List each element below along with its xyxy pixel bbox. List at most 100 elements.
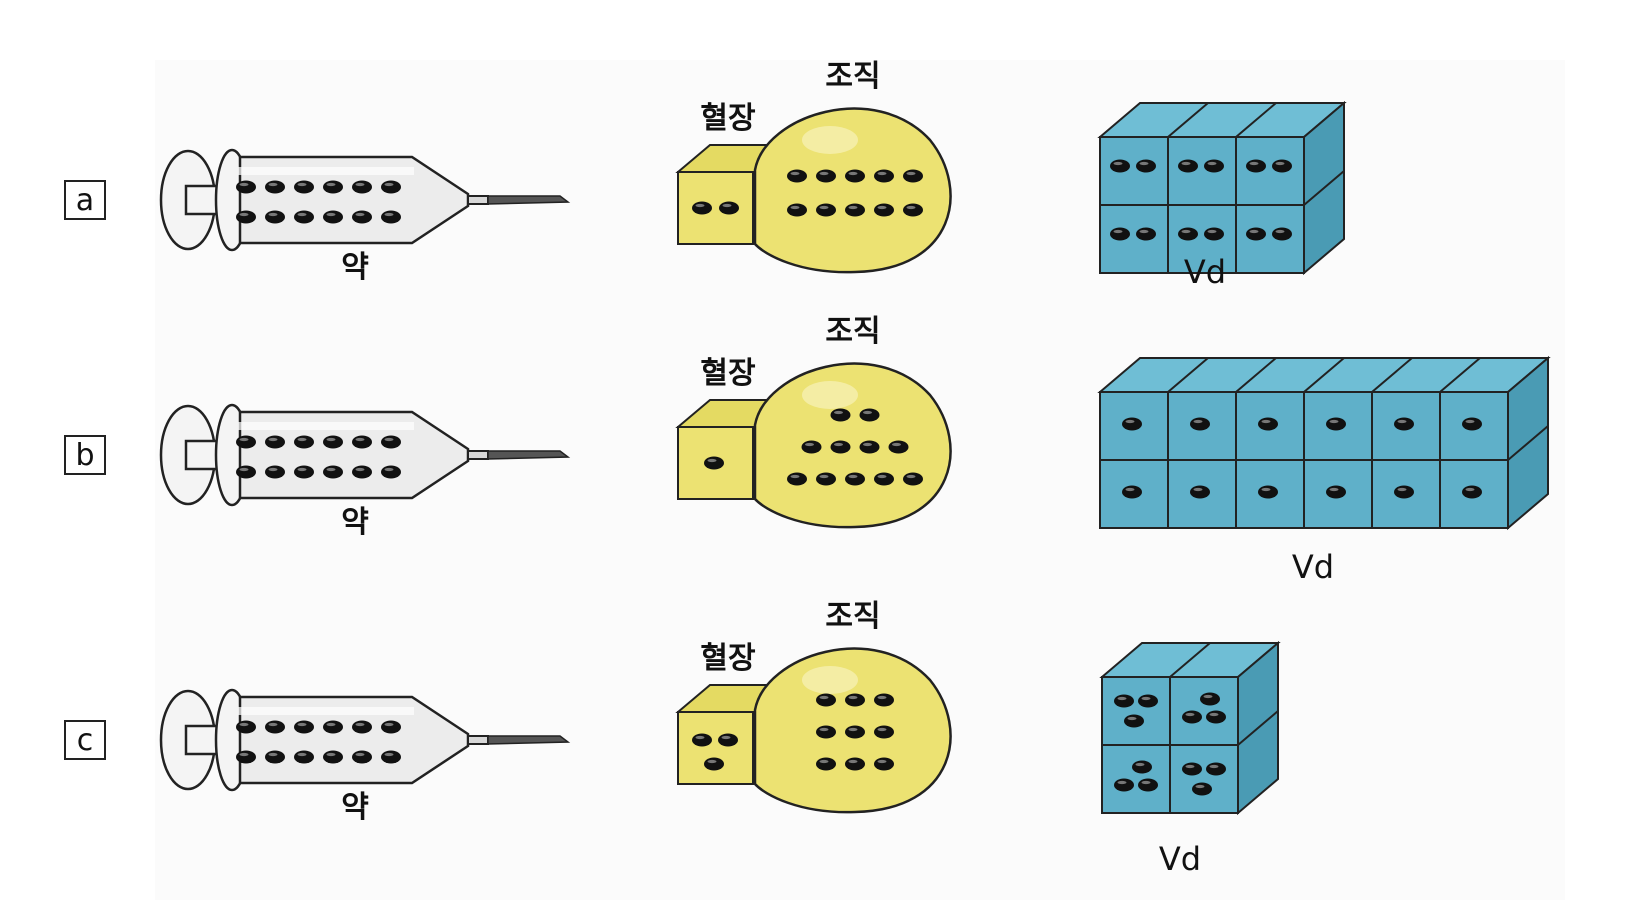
drug-dot [845,169,865,183]
drug-label: 약 [341,250,369,285]
drug-dot [1394,417,1414,431]
cube-front-face [1099,204,1169,274]
drug-dot-highlight [326,182,336,187]
drug-dot [859,408,880,422]
tissue-label: 조직 [825,314,880,349]
drug-dot [1122,417,1142,431]
drug-dot [1272,159,1292,173]
drug-dot-highlight [848,171,858,176]
drug-dot-highlight [355,437,365,442]
cube-side-edge [1237,710,1279,746]
syringe-shine [238,422,414,430]
drug-dot [1178,227,1198,241]
plasma-label: 혈장 [700,356,756,391]
drug-dot [1462,485,1482,499]
drug-dot-highlight [1207,161,1217,166]
drug-dot [323,210,343,224]
drug-dot [1138,694,1158,708]
drug-dot-highlight [863,442,872,447]
drug-dot [1206,762,1226,776]
drug-dot [323,750,343,764]
drug-dot-highlight [1181,229,1191,234]
drug-dot-highlight [1275,229,1285,234]
drug-dot-highlight [297,212,307,217]
drug-dot-highlight [848,205,858,210]
plasma-label: 혈장 [700,641,756,676]
vd-cubes: Vd [1097,100,1347,291]
syringe-hub [467,735,489,745]
drug-dot-highlight [326,212,336,217]
vd-cubes: Vd [1099,640,1281,878]
cube-front-face [1235,136,1305,206]
drug-dot [816,693,836,707]
cube-top-edge [1167,102,1209,138]
drug-dot-highlight [1329,419,1339,424]
drug-dot [704,757,724,771]
cube-front-face [1101,744,1171,814]
drug-dot-highlight [297,752,307,757]
drug-dot [888,440,909,454]
drug-dot [1190,485,1210,499]
cube-top-edge [1439,357,1481,393]
cube-side-edge [1303,170,1345,206]
drug-dot [323,180,343,194]
drug-dot-highlight [1275,161,1285,166]
drug-dot-highlight [268,212,278,217]
drug-dot [236,720,256,734]
drug-dot [236,180,256,194]
drug-dot-highlight [848,759,858,764]
tissue-label: 조직 [825,59,880,94]
row-label: a [76,183,94,218]
drug-dot-highlight [819,695,829,700]
drug-dot [1182,710,1202,724]
drug-dot [1190,417,1210,431]
drug-dot [1136,159,1156,173]
drug-dot [787,169,807,183]
drug-dot [845,757,865,771]
cube-top-face [1097,102,1347,138]
drug-dot-highlight [695,735,705,740]
drug-dot-highlight [355,182,365,187]
drug-dot [816,757,836,771]
drug-dot-highlight [1465,419,1475,424]
drug-label: 약 [341,505,369,540]
drug-dot [265,435,285,449]
vd-label: Vd [1292,548,1334,586]
drug-dot-highlight [297,437,307,442]
drug-dot [381,465,401,479]
drug-dot [1114,694,1134,708]
drug-dot-highlight [906,171,916,176]
plasma-label: 혈장 [700,101,756,136]
drug-dot-highlight [819,205,829,210]
drug-dot [294,210,314,224]
cube-front-face [1101,676,1171,746]
drug-dot-highlight [805,442,814,447]
vd-cubes: Vd [1097,355,1551,586]
drug-dot [323,465,343,479]
drug-dot-highlight [1117,696,1127,701]
drug-dot [1200,692,1220,706]
drug-dot-highlight [384,182,394,187]
drug-dot-highlight [1209,764,1219,769]
drug-dot [1110,227,1130,241]
drug-dot [816,472,836,486]
drug-dot [816,203,836,217]
drug-dot-highlight [848,474,858,479]
drug-dot [294,435,314,449]
drug-dot [352,180,372,194]
drug-dot [692,733,712,747]
drug-dot-highlight [239,722,249,727]
drug-dot-highlight [384,752,394,757]
drug-dot [704,456,724,470]
drug-dot [787,203,807,217]
drug-dot [381,720,401,734]
drug-dot-highlight [877,474,887,479]
cube-front-face [1167,204,1237,274]
drug-dot-highlight [355,722,365,727]
drug-dot [381,210,401,224]
drug-dot-highlight [268,722,278,727]
drug-label: 약 [341,790,369,825]
